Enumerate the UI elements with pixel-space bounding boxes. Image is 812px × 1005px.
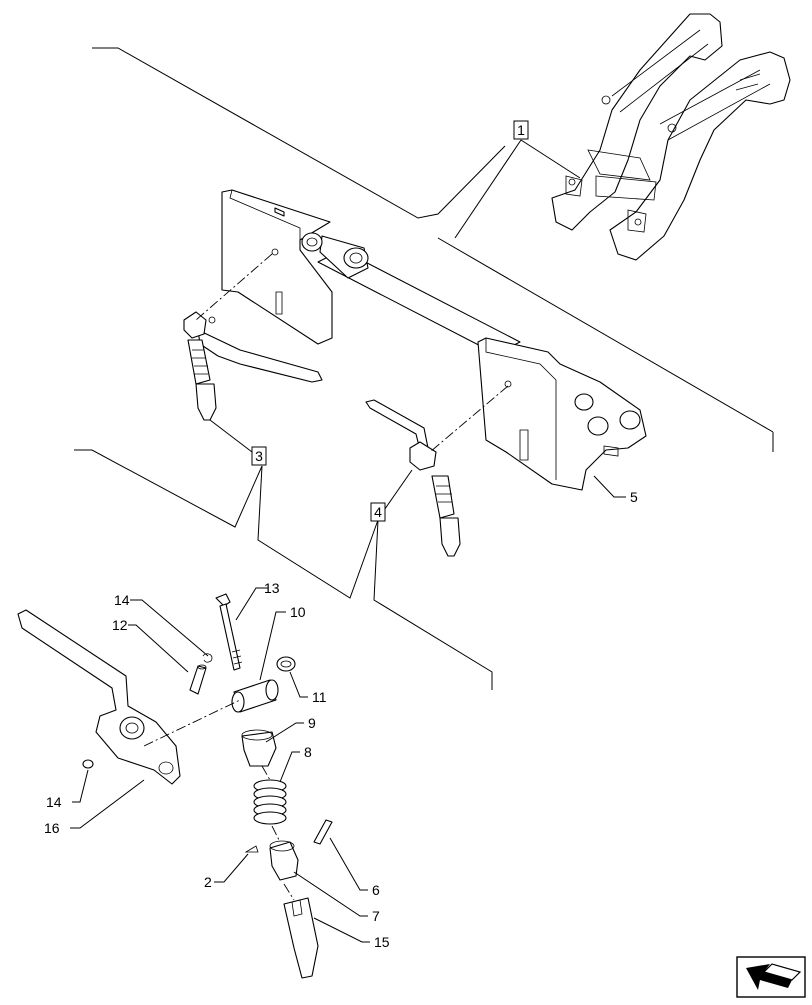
- roll-pin-12: [189, 665, 207, 695]
- callout-5[interactable]: 5: [630, 489, 638, 505]
- handle-part-16: [17, 609, 181, 785]
- callout-10[interactable]: 10: [290, 604, 306, 620]
- bolt-13-shank: [219, 603, 241, 671]
- callout-1[interactable]: 1: [513, 120, 529, 140]
- callout-3[interactable]: 3: [251, 446, 267, 466]
- assembly-axis-lines: [195, 253, 509, 453]
- callout-15[interactable]: 15: [374, 934, 390, 950]
- callout-14-lower[interactable]: 14: [46, 794, 62, 810]
- clip-2: [244, 845, 259, 853]
- callout-4[interactable]: 4: [370, 502, 386, 522]
- callout-8[interactable]: 8: [304, 744, 312, 760]
- loader-frame-illustration: [551, 13, 791, 261]
- callout-6[interactable]: 6: [372, 882, 380, 898]
- arrow-navigation-icon[interactable]: [736, 956, 806, 998]
- callout-14-upper[interactable]: 14: [114, 592, 130, 608]
- callout-label: 4: [374, 504, 382, 520]
- right-mounting-bracket: [477, 337, 647, 491]
- spring-8: [253, 779, 287, 825]
- circlip-14-lower: [82, 759, 94, 769]
- exploded-axis-lines: [143, 699, 295, 901]
- left-mounting-bracket: [221, 189, 333, 345]
- callout-16[interactable]: 16: [44, 820, 60, 836]
- callout-12[interactable]: 12: [112, 617, 128, 633]
- callout-9[interactable]: 9: [308, 715, 316, 731]
- spring-pin-6: [313, 819, 333, 845]
- callout-label: 1: [517, 122, 525, 138]
- callout-13[interactable]: 13: [264, 580, 280, 596]
- pin-tip-15: [283, 897, 319, 979]
- section-frame-lines: [74, 47, 774, 690]
- left-lock-handle: [183, 311, 323, 421]
- bolt-13-head: [215, 593, 231, 607]
- callout-2[interactable]: 2: [204, 874, 212, 890]
- callout-label: 3: [255, 448, 263, 464]
- callout-11[interactable]: 11: [312, 689, 327, 705]
- right-lock-handle: [365, 399, 461, 557]
- cross-tube: [301, 232, 521, 355]
- leader-lines: [70, 139, 626, 943]
- callout-7[interactable]: 7: [372, 908, 380, 924]
- bottom-exploded-parts: [82, 593, 333, 979]
- ring-11: [276, 656, 296, 672]
